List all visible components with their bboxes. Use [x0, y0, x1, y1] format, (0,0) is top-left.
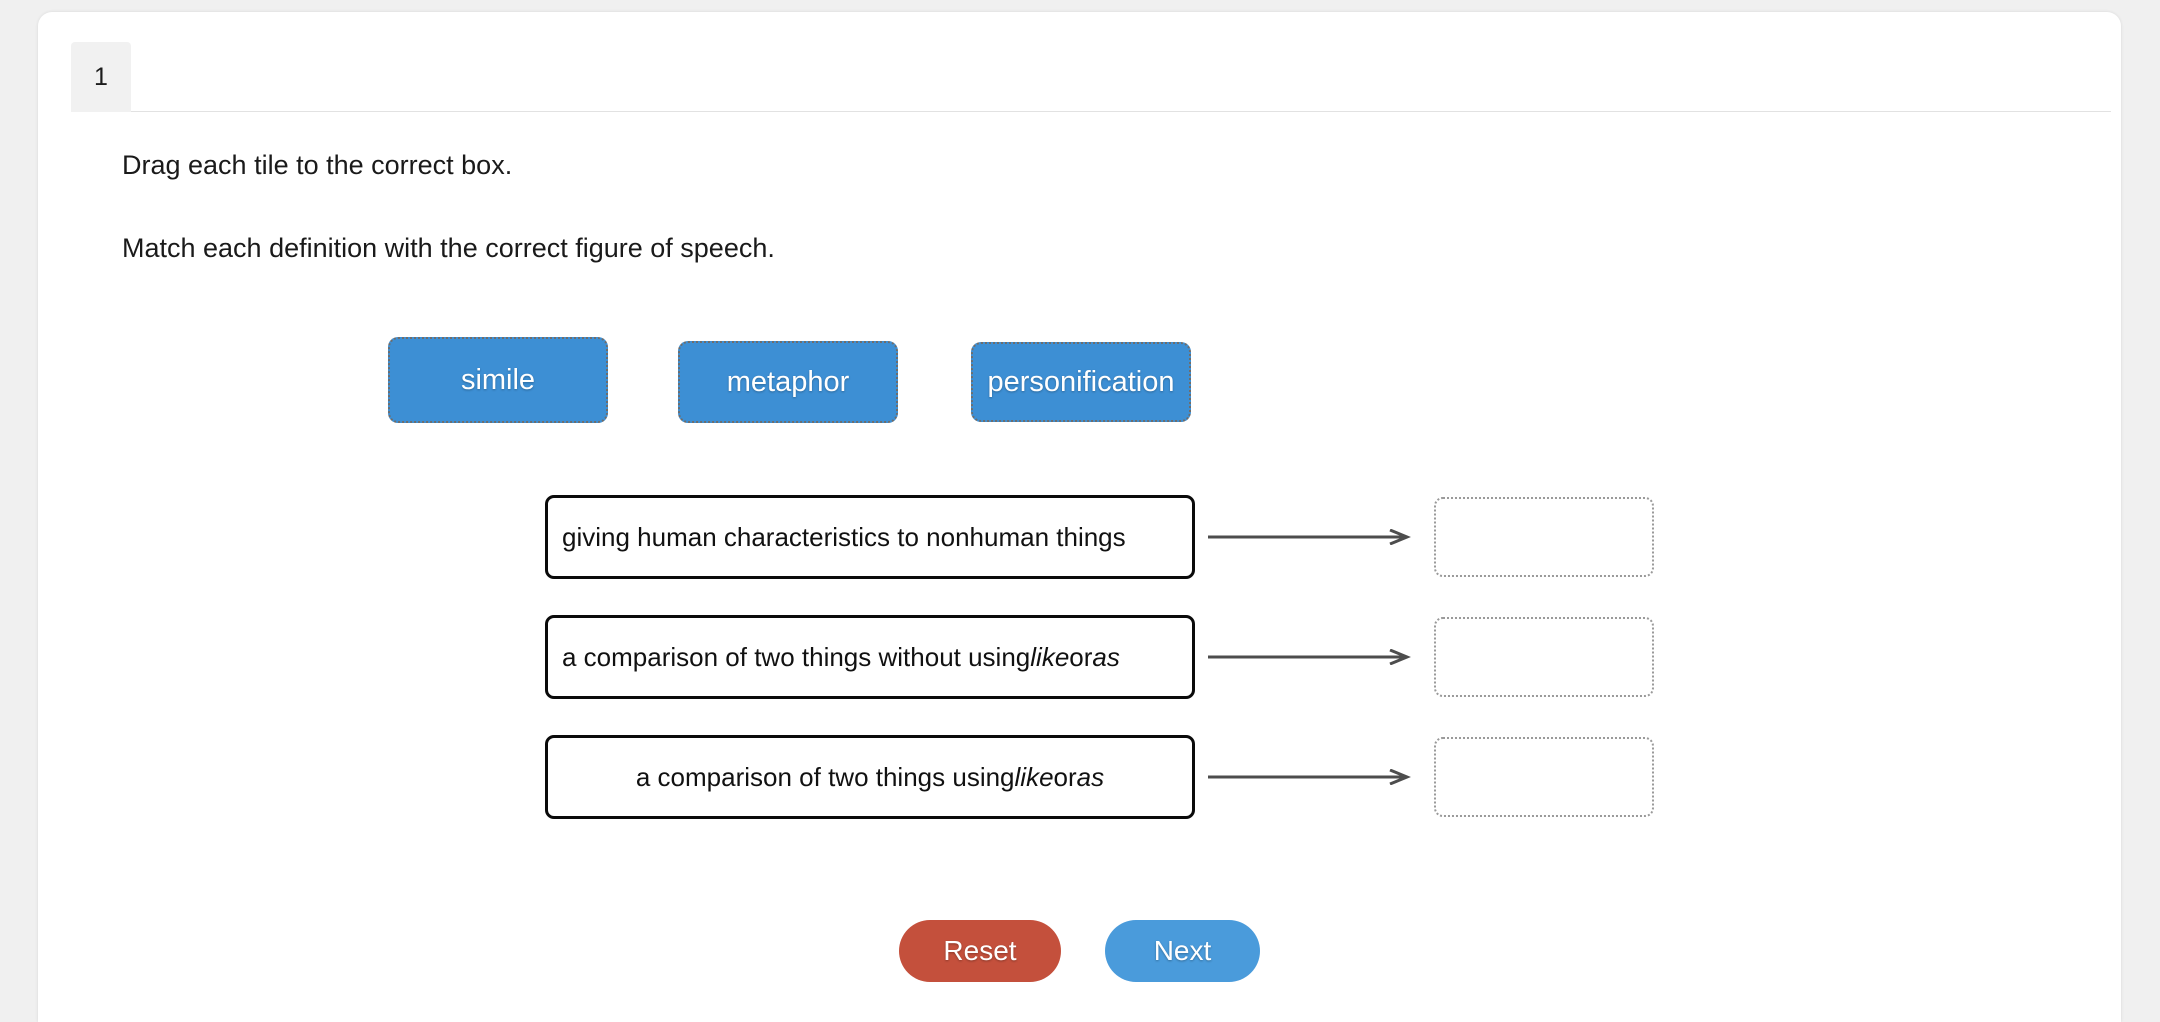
- drop-zone-2[interactable]: [1434, 737, 1654, 817]
- match-area: giving human characteristics to nonhuman…: [38, 495, 2121, 835]
- next-button[interactable]: Next: [1105, 920, 1260, 982]
- definition-text-1-middle: or: [1069, 641, 1093, 672]
- action-bar: Reset Next: [38, 920, 2121, 986]
- tile-simile-label: simile: [460, 363, 536, 396]
- arrow-right-icon: [1208, 649, 1411, 665]
- arrow-right-icon: [1208, 529, 1411, 545]
- match-row: a comparison of two things without using…: [38, 615, 2121, 699]
- tile-personification[interactable]: personification: [971, 342, 1191, 422]
- definition-box-0: giving human characteristics to nonhuman…: [545, 495, 1195, 579]
- match-row: giving human characteristics to nonhuman…: [38, 495, 2121, 579]
- instruction-match-definitions: Match each definition with the correct f…: [122, 233, 775, 263]
- definition-box-2: a comparison of two things using like or…: [545, 735, 1195, 819]
- tile-metaphor[interactable]: metaphor: [678, 341, 898, 423]
- tile-metaphor-label: metaphor: [726, 365, 850, 398]
- definition-text-1-italic-1: like: [1030, 641, 1070, 672]
- tile-simile[interactable]: simile: [388, 337, 608, 423]
- reset-button[interactable]: Reset: [899, 920, 1061, 982]
- definition-box-1: a comparison of two things without using…: [545, 615, 1195, 699]
- definition-text-2-italic-1: like: [1014, 761, 1054, 792]
- definition-text-1-prefix: a comparison of two things without using: [562, 641, 1031, 672]
- tile-personification-label: personification: [987, 365, 1175, 398]
- question-card: 1 Drag each tile to the correct box. Mat…: [38, 12, 2121, 1022]
- definition-text-1-italic-2: as: [1092, 641, 1120, 672]
- tab-question-1[interactable]: 1: [71, 42, 131, 112]
- tab-strip: 1: [38, 42, 2121, 112]
- tab-question-1-label: 1: [94, 62, 108, 91]
- tab-divider: [71, 111, 2111, 112]
- instruction-drag-tiles: Drag each tile to the correct box.: [122, 150, 513, 180]
- drop-zone-0[interactable]: [1434, 497, 1654, 577]
- definition-text-0: giving human characteristics to nonhuman…: [562, 521, 1126, 552]
- definition-text-2-italic-2: as: [1076, 761, 1105, 792]
- arrow-right-icon: [1208, 769, 1411, 785]
- tile-tray: simile metaphor personification: [38, 337, 2121, 433]
- definition-text-2-prefix: a comparison of two things using: [635, 761, 1015, 792]
- drop-zone-1[interactable]: [1434, 617, 1654, 697]
- definition-text-2-middle: or: [1053, 761, 1077, 792]
- match-row: a comparison of two things using like or…: [38, 735, 2121, 819]
